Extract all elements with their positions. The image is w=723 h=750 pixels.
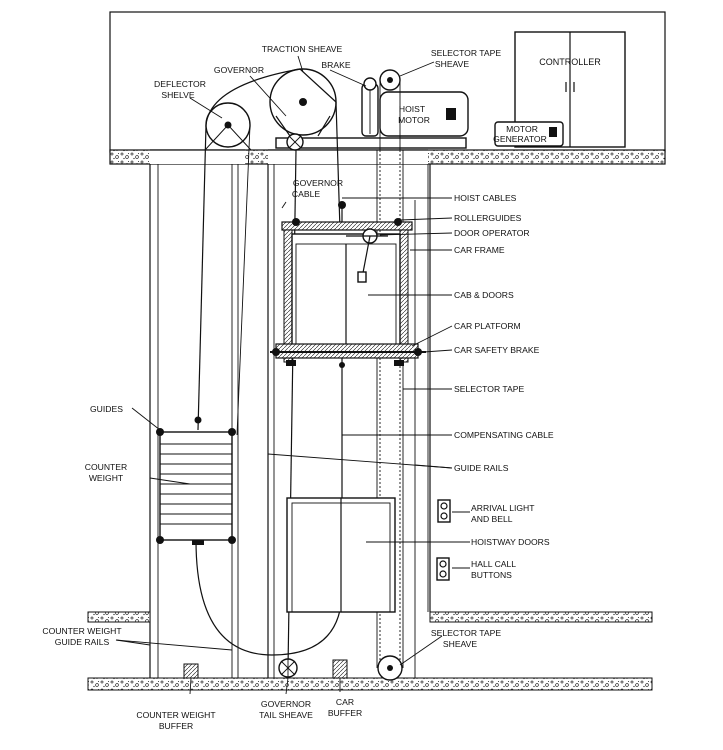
label-gov-tail-1: GOVERNOR: [261, 699, 311, 709]
label-roller-guides: ROLLERGUIDES: [454, 213, 522, 223]
counterweight-buffer: [183, 663, 199, 679]
hoist-rope-to-counterweight: [197, 124, 207, 431]
label-hall-call-2: BUTTONS: [471, 570, 512, 580]
label-cw-buffer-2: BUFFER: [159, 721, 193, 731]
hall-call-fixture: [436, 557, 450, 581]
landing-floor-left: [87, 611, 151, 623]
motor-generator-label-1: MOTOR: [506, 124, 538, 134]
label-gov-tail-2: TAIL SHEAVE: [259, 710, 313, 720]
door-operator: [346, 228, 388, 283]
label-car-safety-brake: CAR SAFETY BRAKE: [454, 345, 540, 355]
traction-sheave: [269, 68, 337, 137]
controller-label: CONTROLLER: [539, 57, 601, 67]
arrival-light-fixture: [437, 499, 451, 523]
selector-tape-sheave-bottom: [377, 655, 403, 681]
label-selector-tape-sheave-top-2: SHEAVE: [435, 59, 469, 69]
car-safety-left: [272, 348, 280, 356]
hoist-rope-to-car: [335, 101, 341, 231]
label-door-operator: DOOR OPERATOR: [454, 228, 530, 238]
label-governor-cable-1: GOVERNOR: [293, 178, 343, 188]
label-arrival-light-2: AND BELL: [471, 514, 513, 524]
deflector-sheave: [203, 102, 253, 151]
hoist-rope-wrap: [205, 68, 337, 126]
label-deflector-2: SHELVE: [161, 90, 195, 100]
pit-floor: [87, 677, 653, 691]
car-buffer: [332, 659, 348, 679]
lower-landing: [87, 497, 653, 623]
roller-guide-tr: [394, 218, 402, 226]
motor-generator-label-2: GENERATOR: [493, 134, 547, 144]
controller-cabinet: CONTROLLER: [514, 31, 626, 148]
label-hoist-cables: HOIST CABLES: [454, 193, 517, 203]
label-hoistway-doors: HOISTWAY DOORS: [471, 537, 550, 547]
label-arrival-light-1: ARRIVAL LIGHT: [471, 503, 535, 513]
governor: [286, 133, 304, 151]
label-hall-call-1: HALL CALL: [471, 559, 516, 569]
label-cw-buffer-1: COUNTER WEIGHT: [136, 710, 216, 720]
label-traction-sheave: TRACTION SHEAVE: [262, 44, 343, 54]
roller-guide-tl: [292, 218, 300, 226]
label-selector-tape-sheave-bottom-1: SELECTOR TAPE: [431, 628, 501, 638]
label-car-buffer-2: BUFFER: [328, 708, 362, 718]
label-guides: GUIDES: [90, 404, 123, 414]
label-governor: GOVERNOR: [214, 65, 264, 75]
leader-lines: [115, 55, 470, 695]
hoist-motor: HOIST MOTOR: [275, 91, 469, 149]
label-selector-tape-sheave-bottom-2: SHEAVE: [443, 639, 477, 649]
elevator-car: [270, 201, 426, 366]
hoist-motor-label-1: HOIST: [399, 104, 426, 114]
label-car-buffer-1: CAR: [336, 697, 354, 707]
brake: [361, 77, 379, 137]
label-car-platform: CAR PLATFORM: [454, 321, 521, 331]
labels: TRACTION SHEAVE GOVERNOR DEFLECTOR SHELV…: [42, 44, 554, 731]
label-car-frame: CAR FRAME: [454, 245, 505, 255]
label-selector-tape-sheave-top-1: SELECTOR TAPE: [431, 48, 501, 58]
hoist-motor-label-2: MOTOR: [398, 115, 430, 125]
machine-bedplate: [275, 137, 467, 149]
label-counter-weight-2: WEIGHT: [89, 473, 124, 483]
label-deflector-1: DEFLECTOR: [154, 79, 206, 89]
counterweight: [156, 416, 236, 545]
label-cw-guide-rails-2: GUIDE RAILS: [55, 637, 110, 647]
label-guide-rails: GUIDE RAILS: [454, 463, 509, 473]
car-safety-right: [414, 348, 422, 356]
label-governor-cable-2: CABLE: [292, 189, 320, 199]
car-crosshead: [281, 221, 413, 231]
landing-floor-right: [429, 611, 653, 623]
label-compensating-cable: COMPENSATING CABLE: [454, 430, 554, 440]
label-cab-doors: CAB & DOORS: [454, 290, 514, 300]
label-selector-tape: SELECTOR TAPE: [454, 384, 524, 394]
selector-tape-sheave-top: [379, 69, 401, 150]
motor-generator: MOTOR GENERATOR: [493, 121, 564, 147]
label-brake: BRAKE: [321, 60, 350, 70]
governor-tail-sheave: [278, 658, 298, 678]
hoist-rope-return: [236, 124, 251, 436]
label-counter-weight-1: COUNTER: [85, 462, 128, 472]
label-cw-guide-rails-1: COUNTER WEIGHT: [42, 626, 122, 636]
